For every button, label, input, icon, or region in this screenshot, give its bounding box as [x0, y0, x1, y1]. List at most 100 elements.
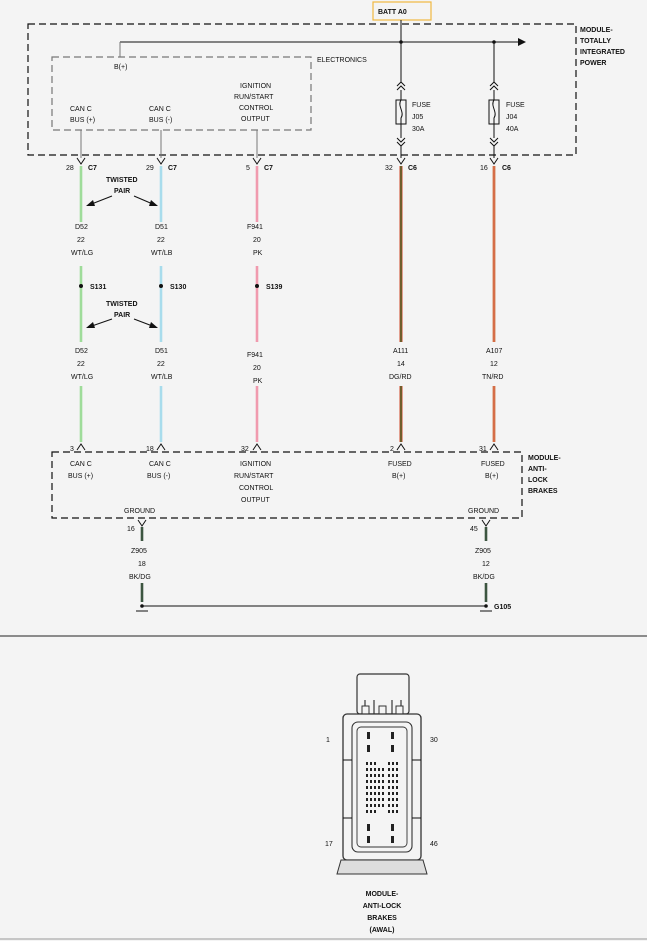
w2u-code: D51	[155, 224, 168, 231]
w2l-code: D51	[155, 348, 168, 355]
twisted-pair-lower-2: PAIR	[114, 312, 130, 319]
abs-module: MODULE- ANTI- LOCK BRAKES CAN C BUS (+) …	[51, 451, 561, 519]
splice-s130: S130	[170, 284, 186, 291]
conn-caption-3: BRAKES	[367, 915, 397, 922]
twisted-pair-upper: TWISTED PAIR	[86, 177, 158, 206]
fuse-j05-id: J05	[412, 114, 423, 121]
tipm-label-4: POWER	[580, 60, 606, 67]
abs-ign-1: IGNITION	[240, 461, 271, 468]
tipm-ign-2: RUN/START	[234, 94, 274, 101]
w3l-code: F941	[247, 352, 263, 359]
abs-connectors-top: 3 18 32 2 31	[70, 443, 499, 453]
fuse-j04-label: FUSE	[506, 102, 525, 109]
abs-fused2-1: FUSED	[481, 461, 505, 468]
conn-pin-46: 46	[430, 841, 438, 848]
w3l-color: PK	[253, 378, 263, 385]
abs-connector-view: 1 30 17 46 MODULE- ANTI-LOCK BRAKES (AWA…	[325, 673, 438, 934]
splices: S131 S130 S139	[79, 284, 282, 291]
gnd-right-gauge: 12	[482, 561, 490, 568]
tipm-label-1: MODULE-	[580, 27, 613, 34]
c16-conn: C6	[502, 165, 511, 172]
conn-caption-1: MODULE-	[366, 891, 399, 898]
twisted-pair-upper-1: TWISTED	[106, 177, 138, 184]
c29-conn: C7	[168, 165, 177, 172]
gnd-right-code: Z905	[475, 548, 491, 555]
c28-pin: 28	[66, 165, 74, 172]
gnd-right-color: BK/DG	[473, 574, 495, 581]
abs-pin-31: 31	[479, 446, 487, 453]
abs-ign-3: CONTROL	[239, 485, 273, 492]
w3u-color: PK	[253, 250, 263, 257]
splice-s139: S139	[266, 284, 282, 291]
c5-conn: C7	[264, 165, 273, 172]
conn-pin-30: 30	[430, 737, 438, 744]
electronics-box: ELECTRONICS B(+) CAN C BUS (+) CAN C BUS…	[51, 56, 367, 131]
w3l-gauge: 20	[253, 365, 261, 372]
abs-ign-4: OUTPUT	[241, 497, 271, 504]
abs-pin-2: 2	[390, 446, 394, 453]
tipm-bplus-label: B(+)	[114, 64, 127, 71]
tipm-connectors: 28 C7 29 C7 5 C7 32 C6 16 C6	[66, 157, 511, 172]
abs-fused2-2: B(+)	[485, 473, 498, 480]
abs-fused1-2: B(+)	[392, 473, 405, 480]
tipm-can-neg-1: CAN C	[149, 106, 171, 113]
c5-pin: 5	[246, 165, 250, 172]
abs-fused1-1: FUSED	[388, 461, 412, 468]
abs-ground-left: GROUND	[124, 508, 155, 515]
tipm-label-2: TOTALLY	[580, 38, 611, 45]
w4l-gauge: 14	[397, 361, 405, 368]
fuse-j05: FUSE J05 30A	[395, 42, 431, 158]
abs-pin-18: 18	[146, 446, 154, 453]
electronics-label: ELECTRONICS	[317, 57, 367, 64]
w1l-code: D52	[75, 348, 88, 355]
abs-can-pos-2: BUS (+)	[68, 473, 93, 480]
tipm-can-pos-1: CAN C	[70, 106, 92, 113]
w1u-gauge: 22	[77, 237, 85, 244]
upper-wire-labels: D52 22 WT/LG D51 22 WT/LB F941 20 PK	[71, 224, 263, 257]
fuse-j04: FUSE J04 40A	[488, 42, 525, 158]
abs-label-1: MODULE-	[528, 455, 561, 462]
gnd-left-color: BK/DG	[129, 574, 151, 581]
fuse-j04-id: J04	[506, 114, 517, 121]
abs-label-3: LOCK	[528, 477, 548, 484]
tipm-ign-4: OUTPUT	[241, 116, 271, 123]
w2l-gauge: 22	[157, 361, 165, 368]
batt-label: BATT A0	[378, 9, 407, 16]
w3u-code: F941	[247, 224, 263, 231]
batt-label-box: BATT A0	[372, 1, 432, 21]
tipm-ign-3: CONTROL	[239, 105, 273, 112]
abs-ground-right: GROUND	[468, 508, 499, 515]
w1l-color: WT/LG	[71, 374, 93, 381]
w1u-color: WT/LG	[71, 250, 93, 257]
tipm-can-pos-2: BUS (+)	[70, 117, 95, 124]
abs-pin-3: 3	[70, 446, 74, 453]
abs-label-4: BRAKES	[528, 488, 558, 495]
abs-ign-2: RUN/START	[234, 473, 274, 480]
abs-can-neg-1: CAN C	[149, 461, 171, 468]
w5l-gauge: 12	[490, 361, 498, 368]
fuse-j05-rating: 30A	[412, 126, 425, 133]
w2u-color: WT/LB	[151, 250, 173, 257]
conn-caption-4: (AWAL)	[370, 927, 395, 934]
c29-pin: 29	[146, 165, 154, 172]
w1l-gauge: 22	[77, 361, 85, 368]
ground-g105: G105	[494, 604, 511, 611]
abs-can-pos-1: CAN C	[70, 461, 92, 468]
abs-can-neg-2: BUS (-)	[147, 473, 170, 480]
bplus-bus	[119, 20, 526, 57]
conn-caption-2: ANTI-LOCK	[363, 903, 402, 910]
tipm-module: MODULE- TOTALLY INTEGRATED POWER	[27, 23, 625, 156]
conn-pin-1: 1	[326, 737, 330, 744]
twisted-pair-upper-2: PAIR	[114, 188, 130, 195]
w4l-code: A111	[393, 348, 408, 355]
twisted-pair-lower-1: TWISTED	[106, 301, 138, 308]
ground-left: 16 Z905 18 BK/DG	[127, 519, 151, 612]
w3u-gauge: 20	[253, 237, 261, 244]
gnd-left-gauge: 18	[138, 561, 146, 568]
w4l-color: DG/RD	[389, 374, 412, 381]
tipm-ign-1: IGNITION	[240, 83, 271, 90]
abs-pin-16: 16	[127, 526, 135, 533]
tipm-can-neg-2: BUS (-)	[149, 117, 172, 124]
tipm-label-3: INTEGRATED	[580, 49, 625, 56]
